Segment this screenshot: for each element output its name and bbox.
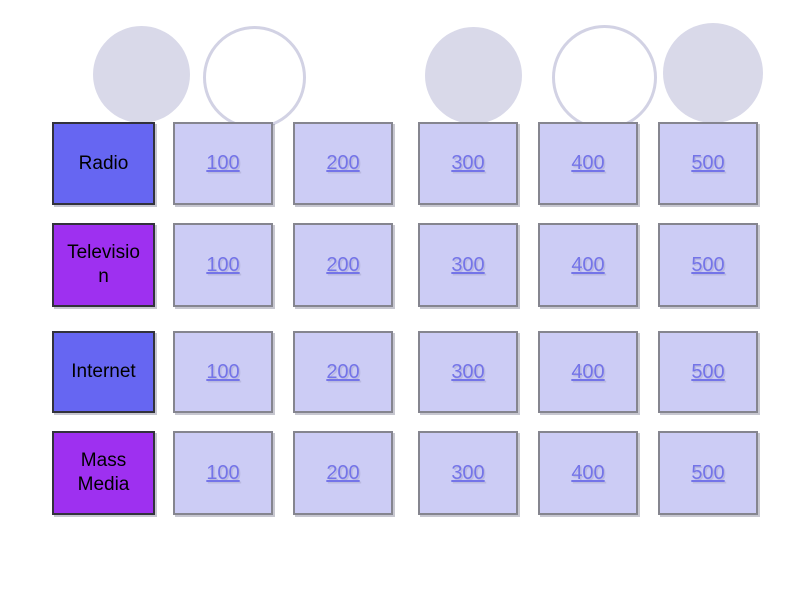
clue-cell-radio-500[interactable]: 500 <box>658 122 758 205</box>
category-label: Mass Media <box>77 450 130 495</box>
clue-link-radio-400[interactable]: 400 <box>571 152 605 174</box>
clue-cell-mass-media-500[interactable]: 500 <box>658 431 758 515</box>
clue-link-mass-media-500[interactable]: 500 <box>691 461 725 484</box>
clue-cell-television-400[interactable]: 400 <box>538 223 638 307</box>
clue-cell-internet-100[interactable]: 100 <box>173 331 273 413</box>
clue-link-television-500[interactable]: 500 <box>691 253 725 276</box>
clue-link-television-100[interactable]: 100 <box>206 253 240 276</box>
clue-cell-television-200[interactable]: 200 <box>293 223 393 307</box>
category-label: Radio <box>78 152 129 174</box>
clue-cell-mass-media-400[interactable]: 400 <box>538 431 638 515</box>
circle-2 <box>203 26 306 129</box>
clue-link-radio-500[interactable]: 500 <box>691 152 725 174</box>
circle-1 <box>93 26 190 123</box>
clue-link-internet-100[interactable]: 100 <box>206 360 240 383</box>
clue-cell-radio-200[interactable]: 200 <box>293 122 393 205</box>
clue-link-internet-200[interactable]: 200 <box>326 360 360 383</box>
clue-cell-television-100[interactable]: 100 <box>173 223 273 307</box>
clue-cell-television-500[interactable]: 500 <box>658 223 758 307</box>
clue-cell-internet-400[interactable]: 400 <box>538 331 638 413</box>
clue-cell-mass-media-300[interactable]: 300 <box>418 431 518 515</box>
circle-5 <box>663 23 763 123</box>
clue-link-internet-300[interactable]: 300 <box>451 360 485 383</box>
clue-cell-internet-200[interactable]: 200 <box>293 331 393 413</box>
clue-link-mass-media-200[interactable]: 200 <box>326 461 360 484</box>
circle-4 <box>552 25 657 130</box>
clue-link-radio-300[interactable]: 300 <box>451 152 485 174</box>
clue-link-internet-400[interactable]: 400 <box>571 360 605 383</box>
category-label: Internet <box>71 361 136 383</box>
clue-link-internet-500[interactable]: 500 <box>691 360 725 383</box>
circle-3 <box>425 27 522 124</box>
clue-cell-radio-100[interactable]: 100 <box>173 122 273 205</box>
category-label: Television <box>67 242 140 287</box>
clue-link-radio-200[interactable]: 200 <box>326 152 360 174</box>
category-cell-radio: Radio <box>52 122 155 205</box>
clue-link-television-400[interactable]: 400 <box>571 253 605 276</box>
clue-link-television-300[interactable]: 300 <box>451 253 485 276</box>
category-cell-internet: Internet <box>52 331 155 413</box>
clue-cell-internet-300[interactable]: 300 <box>418 331 518 413</box>
category-cell-television: Television <box>52 223 155 307</box>
category-cell-mass-media: Mass Media <box>52 431 155 515</box>
clue-link-radio-100[interactable]: 100 <box>206 152 240 174</box>
clue-cell-radio-400[interactable]: 400 <box>538 122 638 205</box>
clue-cell-internet-500[interactable]: 500 <box>658 331 758 413</box>
clue-cell-mass-media-100[interactable]: 100 <box>173 431 273 515</box>
clue-cell-mass-media-200[interactable]: 200 <box>293 431 393 515</box>
clue-link-mass-media-300[interactable]: 300 <box>451 461 485 484</box>
clue-cell-television-300[interactable]: 300 <box>418 223 518 307</box>
clue-cell-radio-300[interactable]: 300 <box>418 122 518 205</box>
clue-link-television-200[interactable]: 200 <box>326 253 360 276</box>
clue-link-mass-media-400[interactable]: 400 <box>571 461 605 484</box>
clue-link-mass-media-100[interactable]: 100 <box>206 461 240 484</box>
